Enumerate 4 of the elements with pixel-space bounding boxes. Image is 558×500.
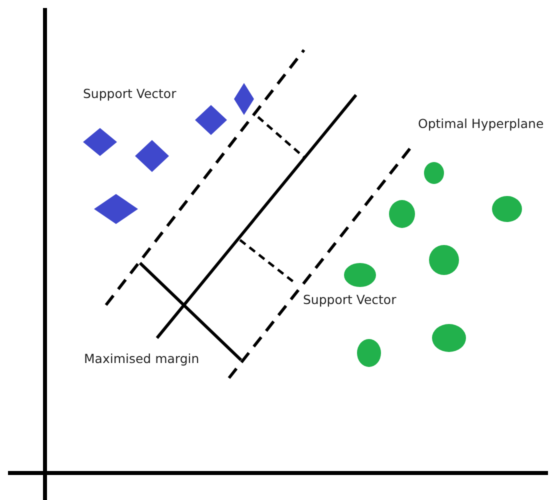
annotation-label: Optimal Hyperplane — [418, 116, 544, 131]
annotation-label: Support Vector — [83, 86, 176, 101]
annotation-label: Maximised margin — [84, 351, 200, 366]
annotation-label: Support Vector — [303, 292, 396, 307]
